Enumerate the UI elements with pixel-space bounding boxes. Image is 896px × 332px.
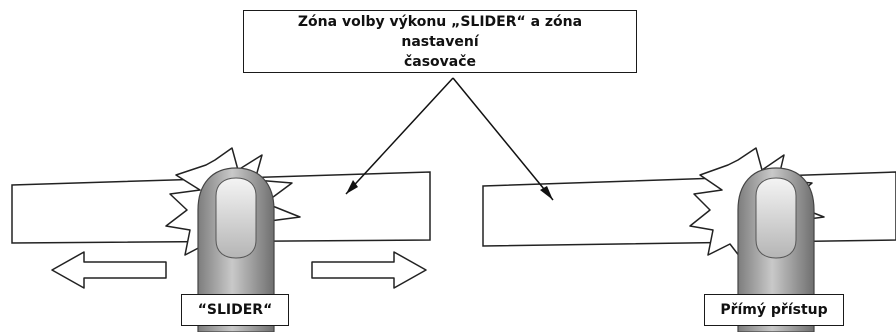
callout-line-1: Zóna volby výkonu „SLIDER“ a zóna nastav… — [297, 13, 583, 50]
leader-arrowhead-right — [540, 186, 553, 200]
leader-arrowhead-left — [346, 180, 358, 194]
leader-line-right — [452, 77, 554, 201]
leader-line-left — [345, 77, 454, 195]
slider-label: “SLIDER“ — [181, 294, 289, 326]
callout-line-2: časovače — [403, 53, 477, 70]
finger-icon — [737, 167, 815, 332]
zone-callout-box: Zóna volby výkonu „SLIDER“ a zóna nastav… — [243, 10, 637, 73]
direct-access-label: Přímý přístup — [704, 294, 844, 326]
finger-icon — [197, 167, 275, 332]
slider-label-text: “SLIDER“ — [197, 302, 273, 318]
touch-panel-right — [482, 171, 896, 247]
direct-access-label-text: Přímý přístup — [720, 302, 828, 318]
arrow-left-icon — [51, 251, 167, 289]
arrow-right-icon — [311, 251, 427, 289]
